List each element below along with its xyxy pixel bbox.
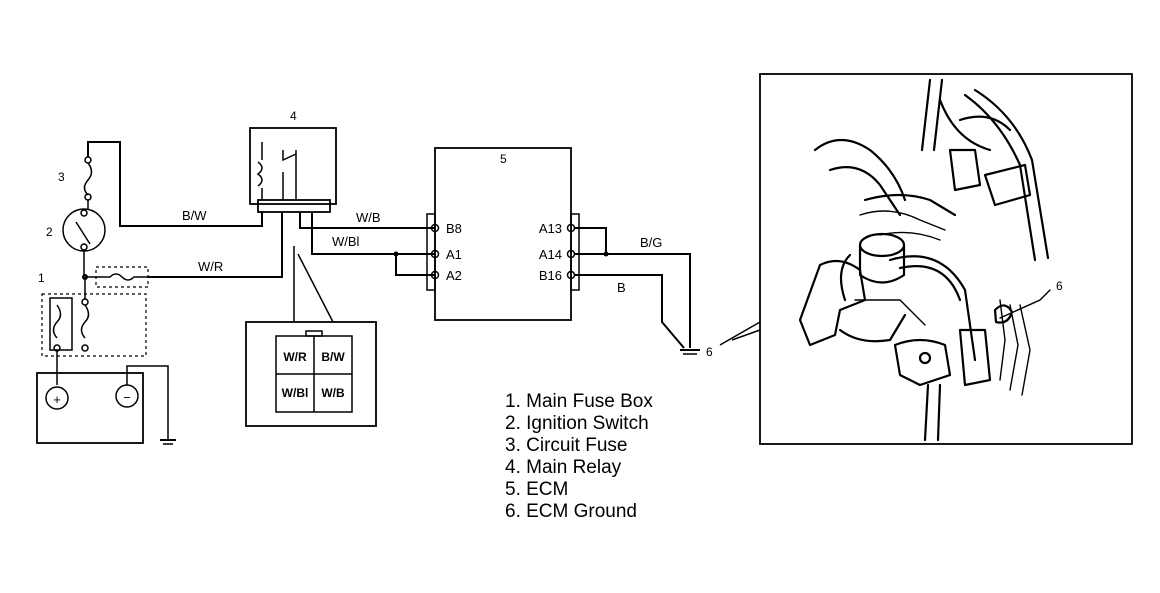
label-main-fuse-box: 1 xyxy=(38,271,45,285)
main-relay: 4 xyxy=(249,109,337,213)
connector-pin-wbl: W/Bl xyxy=(282,386,309,400)
ecm-pin-b8: B8 xyxy=(446,221,462,236)
label-photo-ecm-ground: 6 xyxy=(1056,279,1063,293)
label-circuit-fuse: 3 xyxy=(58,170,65,184)
connector-pin-wb: W/B xyxy=(321,386,345,400)
wire-fuse-box-sub xyxy=(85,273,148,281)
legend-item-1: 1. Main Fuse Box xyxy=(505,391,653,412)
circuit-fuse: 3 xyxy=(58,156,93,201)
legend-item-2: 2. Ignition Switch xyxy=(505,413,649,434)
wire-label-wbl: W/Bl xyxy=(332,234,360,249)
relay-connector-view: W/R B/W W/Bl W/B xyxy=(245,321,377,427)
battery-ground-wire xyxy=(126,365,176,445)
wire-label-wb: W/B xyxy=(356,210,381,225)
wire-label-wr: W/R xyxy=(198,259,223,274)
ecm-pin-a2: A2 xyxy=(446,268,462,283)
wire-wr xyxy=(148,212,283,278)
callout-line-right xyxy=(297,253,334,323)
legend-item-5: 5. ECM xyxy=(505,479,568,500)
wire-label-bg: B/G xyxy=(640,235,662,250)
wire-wbl-branch-a2 xyxy=(395,254,435,276)
wire-label-b: B xyxy=(617,280,626,295)
battery: + − xyxy=(36,372,144,444)
ignition-switch: 2 xyxy=(46,208,106,252)
photo-callout-pointer xyxy=(719,321,761,346)
wire-wb xyxy=(299,212,435,229)
battery-positive-terminal: + xyxy=(53,392,61,407)
main-fuse-box: 1 xyxy=(38,271,147,357)
ecm: 5 B8 A1 A2 A13 A14 B16 xyxy=(426,147,580,321)
label-ignition-switch: 2 xyxy=(46,225,53,239)
legend-item-6: 6. ECM Ground xyxy=(505,501,637,522)
ecm-pin-a14: A14 xyxy=(539,247,562,262)
wire-bw xyxy=(87,141,263,227)
label-main-relay: 4 xyxy=(290,109,297,123)
connector-pin-wr: W/R xyxy=(283,350,307,364)
legend: 1. Main Fuse Box 2. Ignition Switch 3. C… xyxy=(505,391,653,522)
engine-bay-illustration: 6 xyxy=(759,73,1133,445)
wire-bg xyxy=(575,253,691,348)
wire-a13-jumper xyxy=(575,227,607,254)
ecm-pin-a1: A1 xyxy=(446,247,462,262)
connector-pin-bw: B/W xyxy=(321,350,345,364)
ecm-ground-symbol: 6 xyxy=(680,345,713,359)
ecm-pin-a13: A13 xyxy=(539,221,562,236)
label-ecm: 5 xyxy=(500,152,507,166)
ecm-pin-b16: B16 xyxy=(539,268,562,283)
label-ecm-ground: 6 xyxy=(706,345,713,359)
wire-b xyxy=(575,274,685,349)
legend-item-3: 3. Circuit Fuse xyxy=(505,435,627,456)
wire-label-bw: B/W xyxy=(182,208,207,223)
battery-negative-terminal: − xyxy=(123,390,131,405)
legend-item-4: 4. Main Relay xyxy=(505,457,622,478)
